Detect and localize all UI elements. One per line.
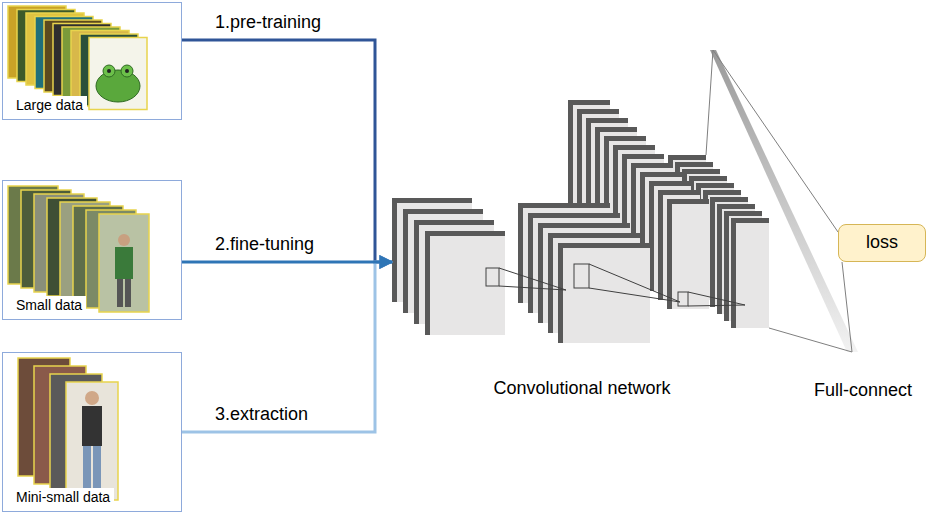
frog-pupil	[107, 69, 111, 73]
layer-label: Full-connect	[812, 380, 914, 402]
feature-map	[731, 218, 769, 328]
full-connect-line	[706, 50, 713, 155]
node-label: Small data	[12, 296, 86, 315]
photo	[66, 382, 118, 500]
feature-map-stack	[668, 155, 769, 328]
person-body	[82, 406, 102, 446]
flow-arrow	[182, 262, 392, 432]
feature-map-stack	[392, 198, 505, 335]
receptive-field	[486, 264, 745, 306]
person-head	[85, 391, 99, 405]
person-head	[118, 234, 130, 246]
photo-stack	[8, 186, 149, 312]
frog-eye	[121, 65, 133, 77]
person-leg	[93, 446, 101, 490]
photo	[89, 38, 147, 110]
kernel-line	[589, 264, 680, 302]
edge-label: 3.extraction	[213, 404, 310, 426]
kernel-line	[688, 292, 745, 305]
data-panel: Mini-small data	[2, 352, 182, 512]
frog-pupil	[125, 69, 129, 73]
full-connect-band	[710, 50, 858, 352]
node-label: loss	[866, 232, 898, 254]
network-block: Convolutional network	[392, 100, 772, 400]
kernel-box	[486, 268, 499, 286]
edge-label: 2.fine-tuning	[213, 234, 316, 256]
flow-arrow	[182, 261, 392, 264]
feature-map	[425, 231, 505, 335]
person-leg	[125, 279, 131, 307]
full-connect-line	[769, 328, 852, 352]
feature-map-stack	[518, 203, 650, 343]
full-connect-line	[842, 262, 852, 352]
kernel-box	[574, 264, 589, 288]
loss-box: loss	[838, 224, 926, 262]
kernel-line	[499, 286, 566, 290]
person-leg	[83, 446, 91, 490]
data-panel: Small data	[2, 180, 182, 320]
flow-arrow	[182, 40, 392, 262]
edge-label: 1.pre-training	[213, 12, 323, 34]
person-leg	[117, 279, 123, 307]
node-label: Large data	[12, 96, 87, 115]
person-body	[115, 247, 133, 279]
kernel-line	[499, 268, 566, 290]
photo-stack	[8, 6, 147, 110]
frog	[96, 70, 140, 102]
photo	[99, 214, 149, 312]
photo-stack	[18, 358, 118, 500]
node-label: Convolutional network	[489, 378, 674, 400]
kernel-line	[688, 305, 745, 306]
frog-eye	[103, 65, 115, 77]
data-panel: Large data	[2, 2, 182, 120]
kernel-box	[678, 292, 688, 306]
node-label: Mini-small data	[12, 488, 114, 507]
kernel-line	[589, 288, 680, 302]
feature-map	[558, 243, 650, 343]
